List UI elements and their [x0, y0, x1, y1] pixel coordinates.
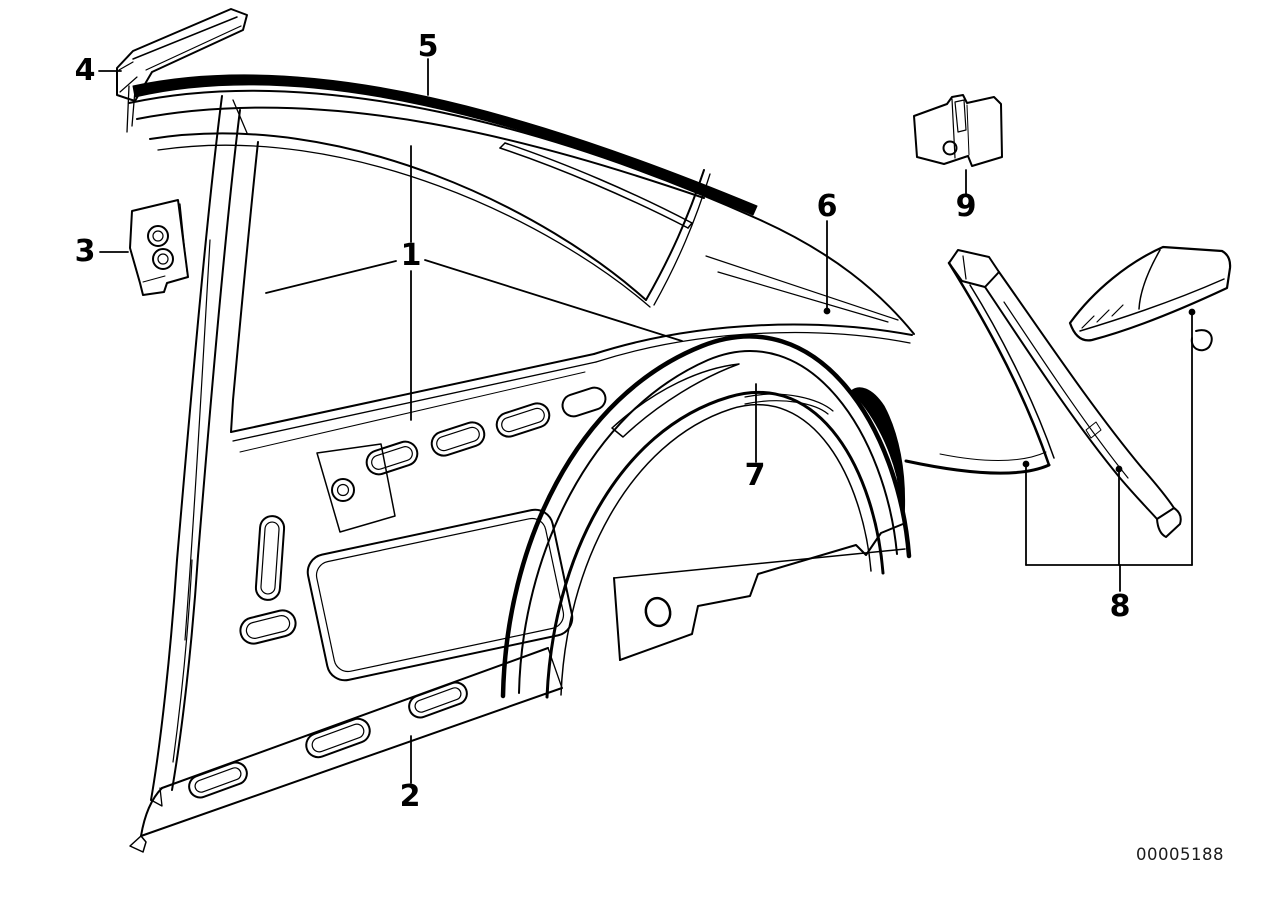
- bracket-part3: [129, 199, 189, 296]
- sill: [129, 647, 563, 853]
- leader-part-1-right: [424, 259, 683, 342]
- callout-part-8[interactable]: 8: [1109, 589, 1131, 624]
- wheelhouse-part7: [545, 363, 906, 699]
- b-pillar: [150, 95, 259, 801]
- callout-part-3[interactable]: 3: [74, 234, 96, 269]
- callout-part-5[interactable]: 5: [417, 29, 439, 64]
- roof-rail: [126, 85, 915, 363]
- callout-part-7[interactable]: 7: [744, 458, 766, 493]
- trim-part4: [116, 8, 248, 102]
- leader-part-1-left: [265, 260, 397, 294]
- belt-line: [230, 353, 597, 453]
- clip-part9: [913, 94, 1003, 167]
- leader-lines: [98, 58, 1196, 784]
- wheel-arch: [500, 334, 912, 699]
- callout-part-4[interactable]: 4: [74, 53, 96, 88]
- callout-part-6[interactable]: 6: [816, 189, 838, 224]
- inner-panel: [239, 386, 607, 682]
- shelf-side-piece: [1068, 245, 1232, 352]
- callout-part-1[interactable]: 1: [400, 238, 422, 273]
- drip-molding-part5: [132, 74, 758, 216]
- leader-part-8: [1022, 308, 1196, 592]
- callout-part-9[interactable]: 9: [955, 189, 977, 224]
- c-pillar-inner-part8: [984, 271, 1182, 538]
- callout-part-2[interactable]: 2: [399, 779, 421, 814]
- quarter-inner-extension: [904, 249, 1055, 475]
- diagram-id: 00005188: [1136, 845, 1224, 864]
